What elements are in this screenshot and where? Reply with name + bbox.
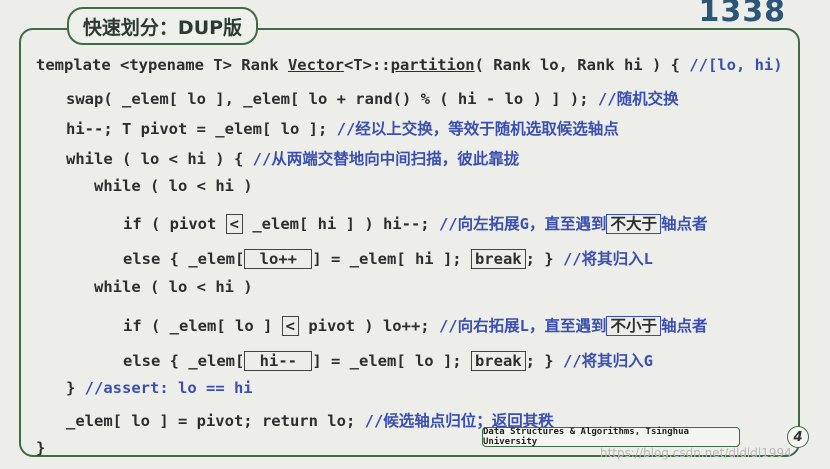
code-text: _elem[ lo ] = pivot; return lo; <box>66 412 365 430</box>
code-text: while ( lo < hi ) <box>94 278 253 296</box>
code-text: if ( _elem[ lo ] <box>123 317 282 335</box>
code-comment: //[lo, hi) <box>689 56 783 74</box>
code-line-1: template <typename T> Rank Vector<T>::pa… <box>36 56 783 74</box>
code-line-4: while ( lo < hi ) { //从两端交替地向中间扫描，彼此靠拢 <box>66 147 519 169</box>
code-comment: //向右拓展L，直至遇到 <box>438 317 607 335</box>
code-text: ] = _elem[ lo ]; <box>312 352 471 370</box>
code-comment: //将其归入G <box>562 352 653 370</box>
code-line-5: while ( lo < hi ) <box>94 177 253 195</box>
less-than-operator-box: < <box>225 214 243 234</box>
code-comment: //经以上交换，等效于随机选取候选轴点 <box>336 120 619 138</box>
code-text: partition <box>390 56 475 74</box>
index-box-lo-inc: lo++ <box>244 249 313 269</box>
code-text: _elem[ hi ] ) hi--; <box>243 215 439 233</box>
code-text: while ( lo < hi ) <box>94 177 253 195</box>
code-text: } <box>36 439 46 457</box>
code-line-7: else { _elem[ lo++ ] = _elem[ hi ]; brea… <box>123 247 653 269</box>
code-comment: //向左拓展G，直至遇到 <box>438 215 607 233</box>
code-comment: 轴点者 <box>660 215 708 233</box>
less-than-operator-box: < <box>281 316 299 336</box>
page-number: 1338 <box>698 0 786 29</box>
code-comment: //从两端交替地向中间扫描，彼此靠拢 <box>252 150 520 168</box>
code-text: } <box>66 379 85 397</box>
code-text: ; } <box>525 352 563 370</box>
code-comment: //将其归入L <box>562 250 653 268</box>
code-line-11: } //assert: lo == hi <box>66 379 253 397</box>
code-text: Vector <box>287 56 344 74</box>
code-text: template <typename T> Rank <box>36 56 288 74</box>
code-line-9: if ( _elem[ lo ] < pivot ) lo++; //向右拓展L… <box>123 314 708 336</box>
slide-title: 快速划分：DUP版 <box>67 7 258 45</box>
highlight-not-less: 不小于 <box>606 316 661 336</box>
code-text: while ( lo < hi ) { <box>66 150 253 168</box>
code-line-8: while ( lo < hi ) <box>94 278 253 296</box>
code-text: ] = _elem[ hi ]; <box>312 250 471 268</box>
code-text: ( Rank lo, Rank hi ) { <box>474 56 690 74</box>
slide-frame <box>19 28 800 457</box>
watermark-url: https://blog.csdn.net/dldldl1994 <box>600 446 792 460</box>
code-comment: //候选轴点归位；返回其秩 <box>364 412 554 430</box>
break-keyword-box: break <box>470 351 526 371</box>
code-text: else { _elem[ <box>123 352 245 370</box>
code-comment: //随机交换 <box>597 90 679 108</box>
index-box-hi-dec: hi-- <box>244 351 313 371</box>
code-line-10: else { _elem[ hi-- ] = _elem[ lo ]; brea… <box>123 349 653 371</box>
code-text: pivot ) lo++; <box>298 317 439 335</box>
code-text: ; } <box>525 250 563 268</box>
code-line-2: swap( _elem[ lo ], _elem[ lo + rand() % … <box>66 87 679 109</box>
code-text: <T>:: <box>343 56 391 74</box>
code-line-3: hi--; T pivot = _elem[ lo ]; //经以上交换，等效于… <box>66 117 619 139</box>
code-line-6: if ( pivot < _elem[ hi ] ) hi--; //向左拓展G… <box>123 212 708 234</box>
course-footer: Data Structures & Algorithms, Tsinghua U… <box>482 427 740 447</box>
code-text: else { _elem[ <box>123 250 245 268</box>
code-text: swap( _elem[ lo ], _elem[ lo + rand() % … <box>66 90 598 108</box>
code-comment: //assert: lo == hi <box>84 379 253 397</box>
highlight-not-greater: 不大于 <box>606 214 661 234</box>
code-line-12: _elem[ lo ] = pivot; return lo; //候选轴点归位… <box>66 409 554 431</box>
footer-page-badge: 4 <box>787 426 809 448</box>
code-text: hi--; T pivot = _elem[ lo ]; <box>66 120 337 138</box>
code-text: if ( pivot <box>123 215 226 233</box>
code-line-13: } <box>36 439 45 457</box>
break-keyword-box: break <box>470 249 526 269</box>
code-comment: 轴点者 <box>660 317 708 335</box>
